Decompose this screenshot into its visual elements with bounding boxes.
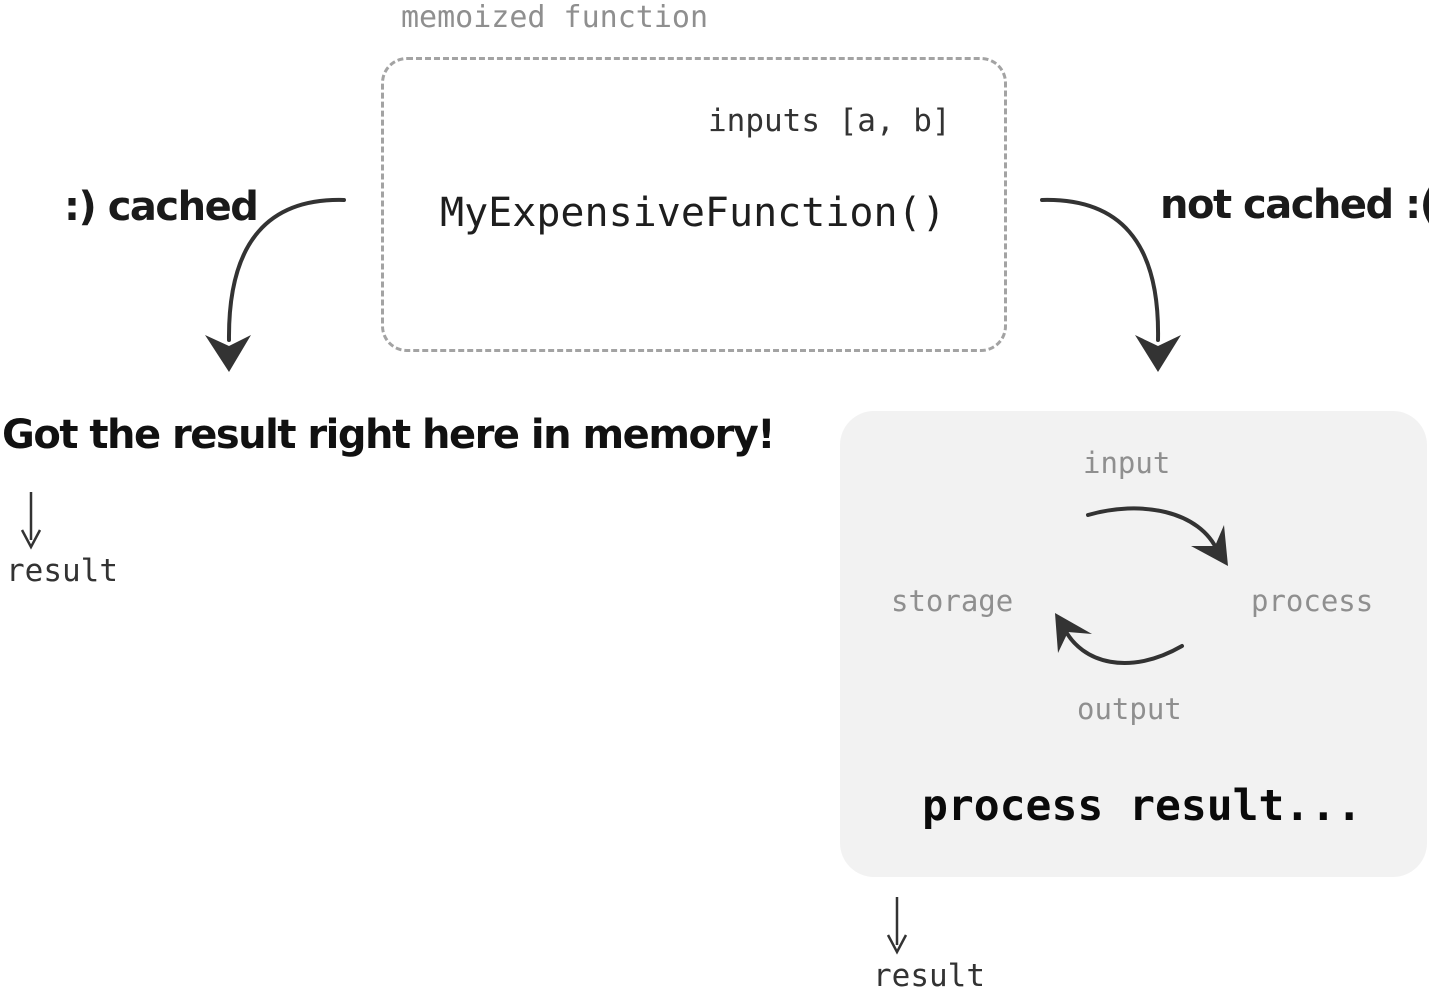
inputs-label: inputs [a, b]	[708, 103, 951, 139]
memoized-function-box	[381, 57, 1007, 352]
cycle-process-label: process	[1251, 584, 1374, 618]
cached-result-label: result	[6, 553, 118, 589]
memoized-function-label: memoized function	[401, 0, 709, 35]
process-result-message: process result...	[922, 781, 1363, 831]
cycle-storage-label: storage	[891, 584, 1014, 618]
cached-message: Got the result right here in memory!	[2, 412, 776, 458]
cached-label: :) cached	[64, 184, 259, 230]
not-cached-result-label: result	[873, 958, 985, 994]
function-name: MyExpensiveFunction()	[440, 190, 946, 236]
cached-result-arrow-icon	[20, 492, 42, 550]
cycle-output-label: output	[1077, 692, 1182, 726]
cycle-input-label: input	[1083, 446, 1171, 480]
not-cached-result-arrow-icon	[886, 897, 908, 955]
not-cached-label: not cached :(	[1160, 182, 1429, 228]
